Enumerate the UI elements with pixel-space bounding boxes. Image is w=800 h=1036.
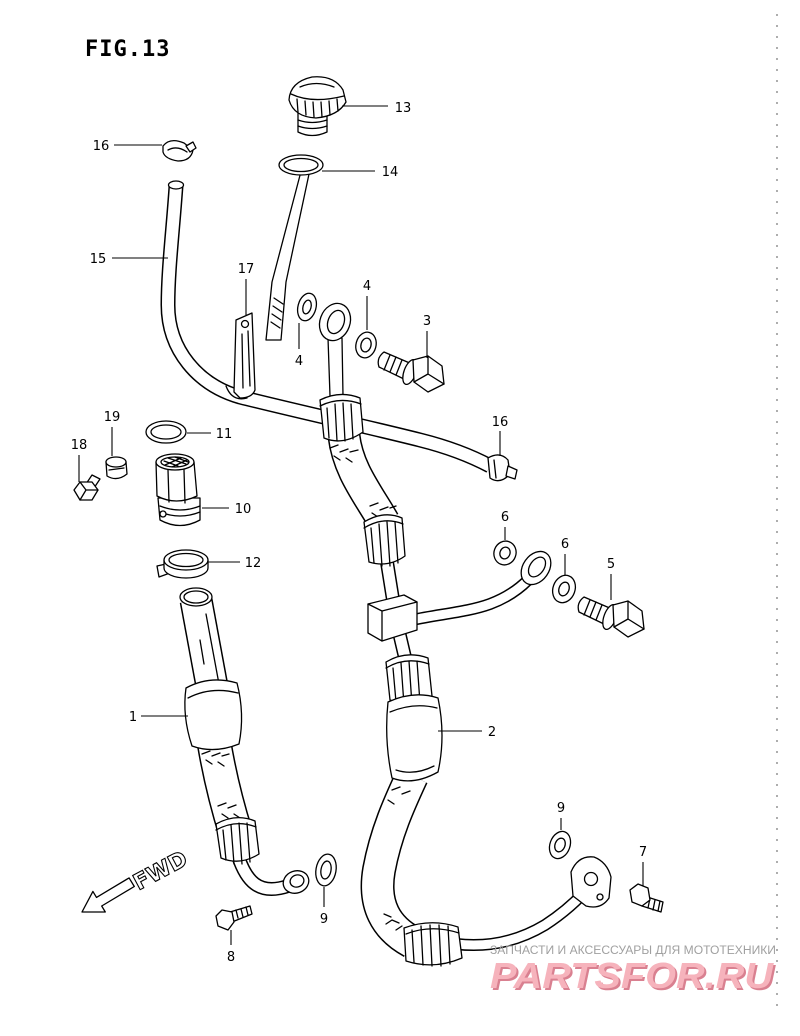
callout-18: 18 (71, 438, 88, 453)
hose-clamp-12 (156, 549, 209, 579)
callout-7: 7 (639, 845, 647, 860)
callout-6-right: 6 (561, 537, 569, 552)
callout-5: 5 (607, 557, 615, 572)
hose-open-end (167, 180, 185, 190)
hose-crimp-fitting (363, 514, 406, 567)
banjo-fitting-right (520, 550, 552, 586)
callout-6-upper: 6 (501, 510, 509, 525)
oil-filler-cap-13 (288, 76, 347, 137)
callout-10: 10 (235, 502, 252, 517)
callout-1: 1 (129, 710, 137, 725)
watermark-brand-logo: PARTSFOR.RU (490, 955, 774, 996)
washer-4-left (296, 292, 318, 322)
callout-9-lower: 9 (320, 912, 328, 927)
washer-9-right (548, 830, 572, 860)
callout-16-top: 16 (93, 139, 110, 154)
watermark: ЗАПЧАСТИ И АКСЕССУАРЫ ДЛЯ МОТОТЕХНИКИ PA… (490, 945, 776, 996)
hose-clamp-16-right (487, 454, 518, 482)
banjo-fitting-top (318, 302, 352, 342)
bolt-8 (215, 905, 253, 931)
callout-4-left: 4 (295, 354, 303, 369)
callout-2: 2 (488, 725, 496, 740)
callout-11: 11 (216, 427, 233, 442)
o-ring-14 (278, 154, 324, 176)
washer-9-lower (315, 853, 337, 887)
hose-bracket-17 (225, 312, 256, 400)
o-ring-11 (145, 420, 187, 444)
fwd-label: FWD (129, 847, 192, 896)
callout-15: 15 (90, 252, 107, 267)
callout-19: 19 (104, 410, 121, 425)
oil-hose-1 (179, 587, 310, 896)
watermark-caption: ЗАПЧАСТИ И АКСЕССУАРЫ ДЛЯ МОТОТЕХНИКИ (490, 945, 776, 957)
callout-13: 13 (395, 101, 412, 116)
pipe-mounting-flange (570, 856, 612, 908)
banjo-bolt-3 (377, 351, 445, 393)
fwd-arrow-icon (81, 877, 135, 913)
hose-protector-sleeve (386, 694, 443, 782)
callout-12: 12 (245, 556, 262, 571)
oil-hose-2 (318, 302, 612, 967)
callout-17: 17 (238, 262, 255, 277)
bolt-7 (629, 883, 664, 913)
cap-19 (105, 456, 128, 480)
oil-pressure-switch-10 (155, 453, 201, 527)
fitting-18 (73, 474, 101, 501)
banjo-fitting-lower (282, 870, 310, 894)
hose-braid-marks (383, 786, 411, 931)
hose-crimp-fitting (215, 817, 260, 865)
pipe-joint-block (367, 594, 418, 642)
callout-3: 3 (423, 314, 431, 329)
callout-labels: 13 14 16 15 17 4 3 4 19 11 18 16 10 6 6 … (71, 101, 647, 965)
callout-4-right: 4 (363, 279, 371, 294)
hose-crimp-fitting (403, 922, 463, 967)
washer-6-right (551, 574, 577, 604)
figure-title: FIG.13 (85, 37, 170, 62)
callout-14: 14 (382, 165, 399, 180)
washer-4-right (355, 331, 377, 359)
callout-16-right: 16 (492, 415, 509, 430)
callout-8: 8 (227, 950, 235, 965)
hose-braid-marks (201, 750, 241, 819)
hose-protector-sleeve (184, 679, 243, 751)
hose-clamp-16-top (162, 139, 197, 162)
banjo-bolt-5 (577, 596, 645, 638)
hose-braid-marks (329, 444, 397, 520)
leader-lines (78, 105, 644, 945)
washer-6-upper (493, 540, 517, 566)
callout-9-right: 9 (557, 801, 565, 816)
hose-crimp-fitting (319, 393, 364, 442)
